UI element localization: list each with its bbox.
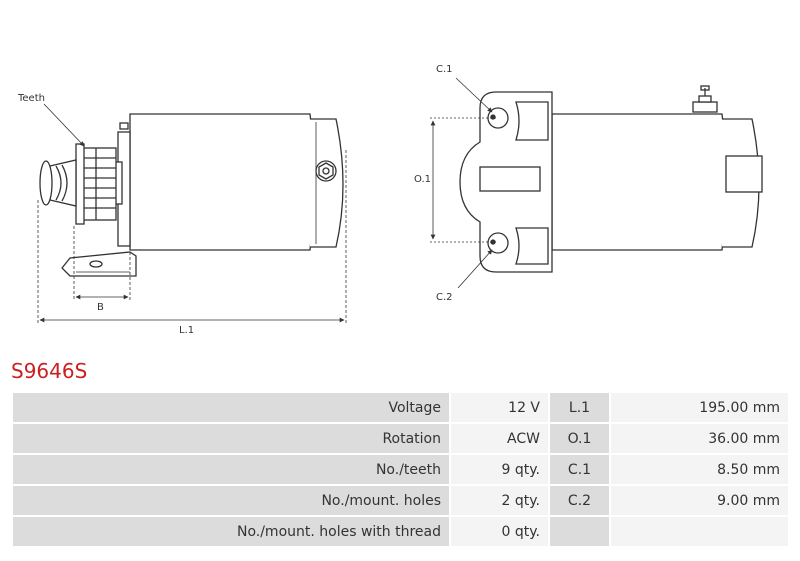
spec-label: Voltage xyxy=(13,393,449,422)
spec-label: No./mount. holes xyxy=(13,486,449,515)
dimension-value: 8.50 mm xyxy=(611,455,788,484)
dimension-value xyxy=(611,517,788,546)
table-row: No./mount. holes with thread 0 qty. xyxy=(13,517,788,546)
table-row: No./mount. holes 2 qty. C.2 9.00 mm xyxy=(13,486,788,515)
table-row: No./teeth 9 qty. C.1 8.50 mm xyxy=(13,455,788,484)
product-code-title: S9646S xyxy=(11,359,88,383)
technical-drawing: Teeth B L.1 C.1 O.1 C.2 xyxy=(17,64,763,336)
b-label: B xyxy=(97,302,104,313)
spec-label: No./teeth xyxy=(13,455,449,484)
specs-table: Voltage 12 V L.1 195.00 mm Rotation ACW … xyxy=(11,391,790,548)
dimension-label xyxy=(550,517,609,546)
teeth-label: Teeth xyxy=(17,93,45,104)
c2-label: C.2 xyxy=(436,292,453,303)
o1-label: O.1 xyxy=(414,174,431,185)
dimension-value: 195.00 mm xyxy=(611,393,788,422)
dimension-label: C.2 xyxy=(550,486,609,515)
dimension-label: C.1 xyxy=(550,455,609,484)
spec-label: Rotation xyxy=(13,424,449,453)
spec-value: 9 qty. xyxy=(451,455,548,484)
table-row: Rotation ACW O.1 36.00 mm xyxy=(13,424,788,453)
dimension-value: 9.00 mm xyxy=(611,486,788,515)
side-view-dimensions xyxy=(37,103,347,324)
front-view-dimensions xyxy=(430,77,496,289)
l1-label: L.1 xyxy=(179,325,194,336)
dimension-label: L.1 xyxy=(550,393,609,422)
spec-label: No./mount. holes with thread xyxy=(13,517,449,546)
front-view xyxy=(459,85,763,273)
c1-label: C.1 xyxy=(436,64,453,75)
spec-value: 2 qty. xyxy=(451,486,548,515)
spec-value: 12 V xyxy=(451,393,548,422)
table-row: Voltage 12 V L.1 195.00 mm xyxy=(13,393,788,422)
side-view xyxy=(39,113,344,277)
dimension-value: 36.00 mm xyxy=(611,424,788,453)
spec-value: 0 qty. xyxy=(451,517,548,546)
spec-value: ACW xyxy=(451,424,548,453)
dimension-label: O.1 xyxy=(550,424,609,453)
